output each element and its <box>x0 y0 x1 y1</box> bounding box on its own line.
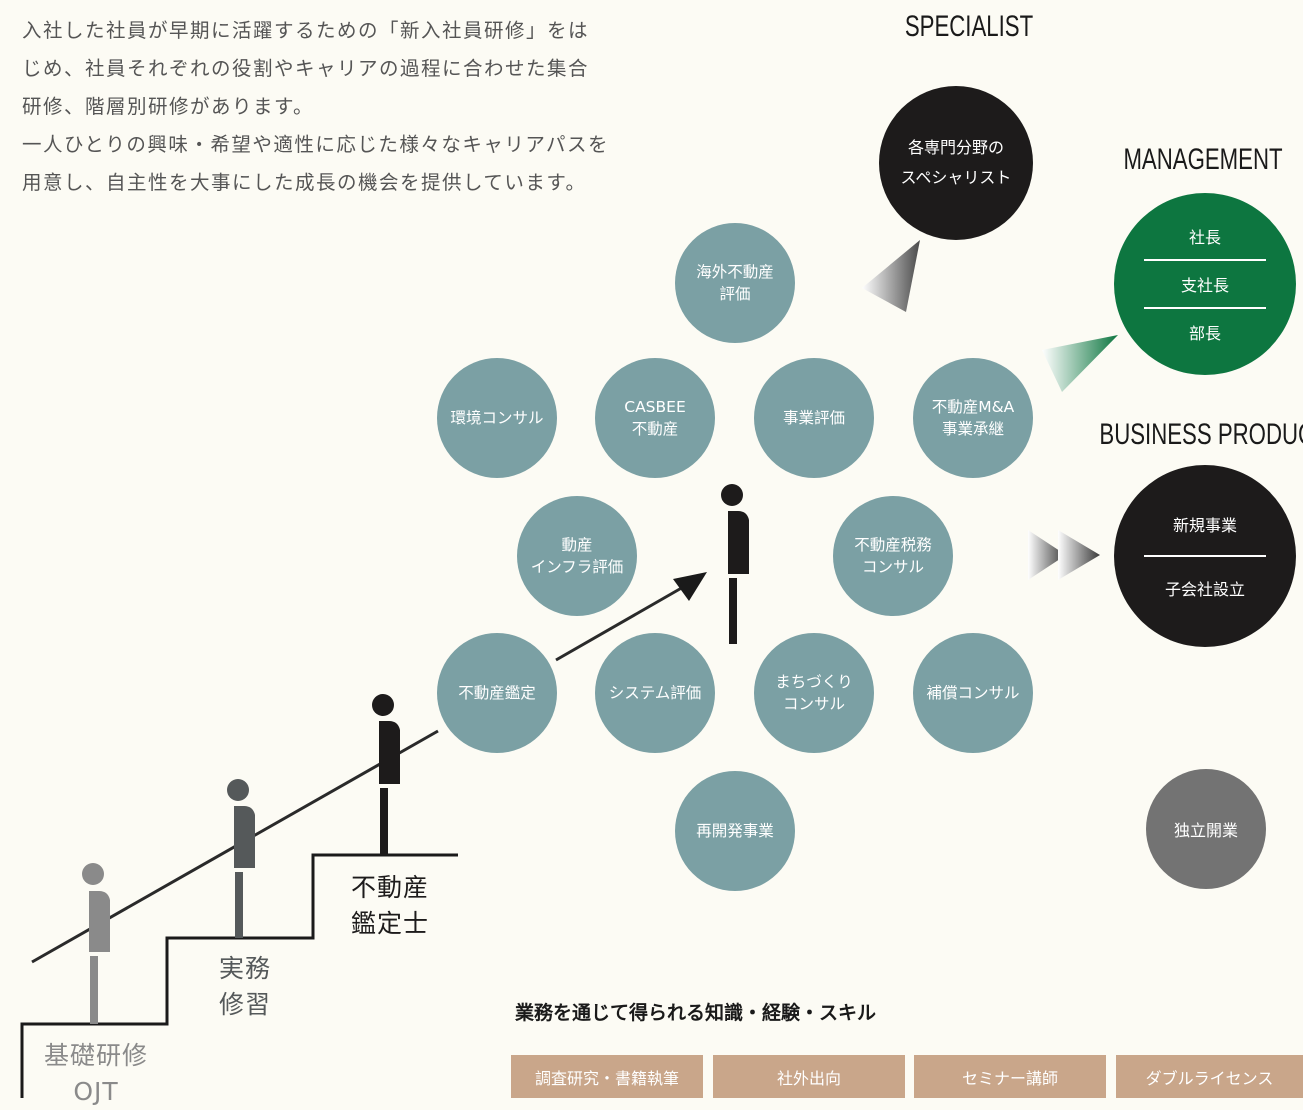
management-circle: 社長 支社長 部長 <box>1114 193 1296 375</box>
independent-label: 独立開業 <box>1173 821 1238 840</box>
skill-circle-redevelopment: 再開発事業 <box>675 771 795 891</box>
skill-circle-compensation-consulting: 補償コンサル <box>913 633 1033 753</box>
skill-circle-business-valuation: 事業評価 <box>754 358 874 478</box>
skill-circle-real-estate-appraisal: 不動産鑑定 <box>437 633 557 753</box>
skill-circle-overseas-appraisal: 海外不動産 評価 <box>675 223 795 343</box>
skill-label: 不動産M&A 事業承継 <box>931 398 1015 438</box>
skill-label: 環境コンサル <box>450 409 544 427</box>
skill-label: 動産 インフラ評価 <box>530 536 624 576</box>
knowledge-item-research-writing: 調査研究・書籍執筆 <box>511 1055 703 1098</box>
person-figure-appraiser <box>372 694 400 855</box>
knowledge-item-secondment: 社外出向 <box>713 1055 905 1098</box>
business-produce-heading: BUSINESS PRODUCE <box>1099 418 1303 451</box>
skill-circle-movable-infrastructure: 動産 インフラ評価 <box>517 496 637 616</box>
specialist-line: 各専門分野の <box>907 138 1004 157</box>
specialist-heading: SPECIALIST <box>904 10 1034 43</box>
person-figure-intern <box>227 779 255 938</box>
staircase <box>20 853 458 1098</box>
skill-circle-system-valuation: システム評価 <box>595 633 715 753</box>
business-item: 新規事業 <box>1172 516 1237 535</box>
business-arrow <box>1028 530 1100 580</box>
business-produce-circle: 新規事業 子会社設立 <box>1114 465 1296 647</box>
skill-label: 不動産鑑定 <box>458 684 536 702</box>
intro-line: じめ、社員それぞれの役割やキャリアの過程に合わせた集合 <box>22 57 590 80</box>
skill-label: まちづくり コンサル <box>775 673 853 713</box>
independent-circle: 独立開業 <box>1146 769 1266 889</box>
skill-circle-ma-succession: 不動産M&A 事業承継 <box>913 358 1033 478</box>
management-arrow <box>1042 335 1118 392</box>
knowledge-item-seminar-lecturer: セミナー講師 <box>914 1055 1106 1098</box>
skill-label: 事業評価 <box>782 409 845 427</box>
business-item: 子会社設立 <box>1164 580 1245 599</box>
management-heading: MANAGEMENT <box>1123 143 1283 176</box>
intro-line: 用意し、自主性を大事にした成長の機会を提供しています。 <box>22 171 587 194</box>
person-figure-center <box>721 484 749 644</box>
step-label-basic-training: 基礎研修 OJT <box>43 1041 148 1106</box>
skill-label: システム評価 <box>608 684 702 702</box>
intro-line: 研修、階層別研修があります。 <box>22 95 315 118</box>
skill-label: 再開発事業 <box>696 822 774 840</box>
step-label-certified-appraiser: 不動産 鑑定士 <box>350 873 429 938</box>
knowledge-title: 業務を通じて得られる知識・経験・スキル <box>515 1002 877 1024</box>
intro-text: 入社した社員が早期に活躍するための「新入社員研修」をは じめ、社員それぞれの役割… <box>22 12 642 202</box>
management-item: 部長 <box>1188 324 1221 343</box>
skill-circle-town-planning: まちづくり コンサル <box>754 633 874 753</box>
divider <box>1144 259 1266 261</box>
specialist-circle: 各専門分野の スペシャリスト <box>879 86 1033 240</box>
knowledge-item-double-license: ダブルライセンス <box>1116 1055 1303 1098</box>
management-item: 支社長 <box>1180 276 1229 295</box>
divider <box>1144 555 1266 557</box>
skill-label: 不動産税務 コンサル <box>854 536 932 576</box>
specialist-line: スペシャリスト <box>900 168 1012 187</box>
skill-circle-casbee: CASBEE 不動産 <box>595 358 715 478</box>
person-figure-trainee <box>82 863 110 1024</box>
management-item: 社長 <box>1188 228 1221 247</box>
skill-label: 補償コンサル <box>926 684 1020 702</box>
intro-line: 入社した社員が早期に活躍するための「新入社員研修」をは <box>22 19 590 42</box>
skill-circle-tax-consulting: 不動産税務 コンサル <box>833 496 953 616</box>
divider <box>1144 307 1266 309</box>
skill-circle-environment-consulting: 環境コンサル <box>437 358 557 478</box>
step-label-practical-training: 実務 修習 <box>218 954 271 1019</box>
skill-label: 海外不動産 評価 <box>696 263 774 303</box>
intro-line: 一人ひとりの興味・希望や適性に応じた様々なキャリアパスを <box>22 133 610 156</box>
skill-label: CASBEE 不動産 <box>624 398 686 438</box>
specialist-arrow <box>862 240 920 312</box>
